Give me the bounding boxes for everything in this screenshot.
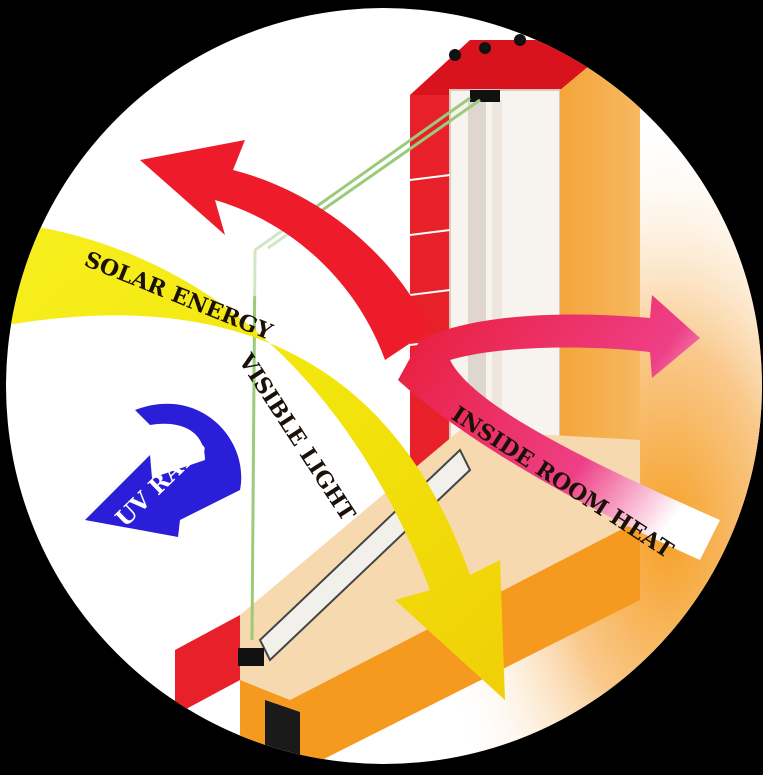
frame-bottom-spacer (238, 648, 264, 666)
frame-dot (449, 49, 461, 61)
frame-dot (479, 42, 491, 54)
frame-top-spacer (470, 90, 500, 102)
frame-dot (514, 34, 526, 46)
frame-side-orange (560, 40, 640, 460)
frame-sash-channel (492, 100, 502, 430)
frame-bottom-dark (265, 700, 300, 771)
